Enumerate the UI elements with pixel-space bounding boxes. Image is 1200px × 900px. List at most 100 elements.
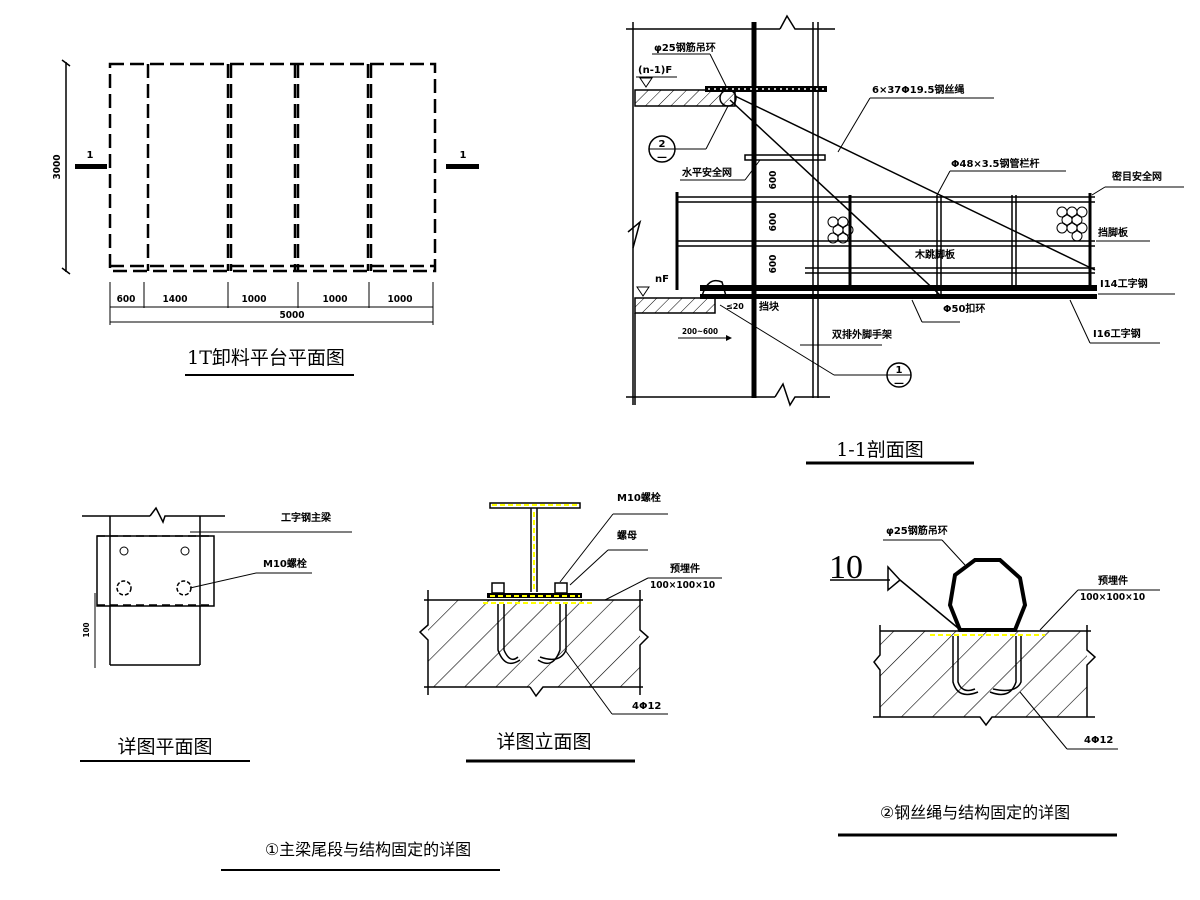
label-stopper: 挡块	[759, 300, 780, 313]
weld-arrow	[899, 579, 959, 629]
break-mark	[627, 219, 642, 249]
bay-dim-3: 1000	[241, 294, 266, 305]
label-embed-size-2: 100×100×10	[1080, 592, 1145, 603]
leader	[1039, 589, 1079, 631]
leader	[1069, 299, 1091, 344]
break-mark	[529, 686, 643, 698]
leader	[564, 649, 613, 715]
label-m10-bolt: M10螺栓	[263, 557, 307, 570]
dimension-tick	[61, 267, 71, 275]
leader	[719, 304, 835, 376]
plan-height-dim: 3000	[52, 154, 63, 179]
detail-ref-1-num: 1	[896, 365, 903, 376]
i-beam-top-flange	[489, 502, 581, 509]
leader	[837, 97, 871, 153]
i16-beam	[700, 294, 1097, 299]
bolt-hole	[119, 546, 129, 556]
leader	[705, 105, 729, 150]
leader	[189, 572, 257, 589]
break-mark	[873, 625, 881, 717]
label-i-beam: 工字钢主梁	[281, 511, 332, 524]
section-view-title: 1-1剖面图	[836, 439, 924, 461]
platform-outline	[108, 62, 437, 273]
label-i14: I14工字钢	[1100, 277, 1148, 290]
nut	[491, 582, 505, 594]
label-dense-net: 密目安全网	[1112, 170, 1162, 183]
anchor-bar	[952, 636, 979, 696]
upper-slab	[634, 89, 736, 107]
anchor-bar	[537, 604, 561, 665]
wire-rope-rear	[729, 99, 941, 296]
wire-rope-front	[734, 95, 1096, 271]
anchor-bar	[539, 604, 567, 661]
section-view: 600 600 600 φ25钢筋吊环 (n-1)F 2 — 水平安全网 6×3…	[626, 14, 1184, 465]
detail-plan-dim: 100	[82, 622, 91, 637]
leader	[1019, 691, 1068, 750]
embed-plate	[96, 535, 215, 607]
label-floor-lower: nF	[655, 274, 669, 285]
dense-net-left	[827, 216, 854, 244]
bay-dim-2: 1400	[162, 294, 187, 305]
ring-beam	[705, 86, 827, 92]
label-toe-board: 挡脚板	[1098, 226, 1129, 239]
leader	[1091, 186, 1106, 196]
detail-elevation-view: M10螺栓 螺母 预埋件 100×100×10 4Φ12 详图立面图	[418, 491, 722, 763]
bay-dim-5: 1000	[387, 294, 412, 305]
label-embed-size: 100×100×10	[650, 580, 715, 591]
label-scaffold: 双排外脚手架	[832, 328, 892, 341]
label-weld-sym: ≤20	[726, 302, 744, 311]
detail-plan-title: 详图平面图	[117, 736, 212, 758]
concrete-slab	[428, 600, 640, 687]
dense-net-right	[1056, 206, 1088, 242]
detail-elevation-title: 详图立面图	[496, 731, 591, 753]
label-tie-rod: φ25钢筋吊环	[654, 41, 716, 54]
break-mark	[873, 716, 1095, 727]
height-dim-3: 600	[768, 255, 779, 274]
detail-1-caption: ①主梁尾段与结构固定的详图	[265, 840, 471, 859]
detail-ref-2-sub: —	[657, 152, 667, 163]
label-floor-upper: (n-1)F	[638, 65, 672, 76]
bay-dim-1: 600	[117, 294, 136, 305]
leader	[936, 170, 951, 196]
leader	[709, 53, 727, 87]
leader	[569, 549, 609, 586]
lower-slab	[634, 297, 716, 314]
plan-view: 3000 1 1 600 1400 1000 1000 1000 5000 1T…	[52, 59, 479, 376]
break-mark	[779, 14, 835, 30]
label-offset: 200~600	[682, 327, 718, 336]
label-guardrail: Φ48×3.5钢管栏杆	[951, 157, 1040, 170]
break-mark	[1086, 625, 1097, 717]
label-anchor-2: 4Φ12	[1084, 735, 1113, 746]
leader	[604, 577, 649, 601]
anchor-bar	[992, 636, 1022, 692]
label-anchor: 4Φ12	[632, 701, 661, 712]
height-dim-1: 600	[768, 171, 779, 190]
label-nut: 螺母	[617, 529, 637, 542]
leader	[941, 539, 966, 566]
section-mark-left	[75, 164, 107, 169]
detail-ref-1-sub: —	[894, 378, 904, 389]
stopper-hook	[701, 279, 727, 297]
label-embed: 预埋件	[670, 562, 700, 575]
label-embed-2: 预埋件	[1098, 574, 1128, 587]
steel-ring	[947, 558, 1028, 632]
bolt	[116, 580, 132, 596]
bolt	[176, 580, 192, 596]
section-mark-right	[446, 164, 479, 169]
leader	[744, 159, 761, 181]
anchor-bar	[497, 604, 521, 665]
detail-2-caption: ②钢丝绳与结构固定的详图	[880, 803, 1070, 822]
detail-ref-2-num: 2	[659, 139, 666, 150]
anchor-bar	[989, 636, 1017, 696]
label-horizontal-net: 水平安全网	[681, 166, 732, 179]
section-mark-right-label: 1	[460, 150, 467, 161]
level-marker	[636, 286, 650, 297]
leader	[911, 299, 923, 323]
break-mark	[639, 590, 650, 695]
label-m10-bolt-elev: M10螺栓	[617, 491, 661, 504]
weld-symbol	[887, 565, 902, 592]
bolt-hole	[180, 546, 190, 556]
height-dim-2: 600	[768, 213, 779, 232]
anchor-bar	[957, 636, 976, 692]
